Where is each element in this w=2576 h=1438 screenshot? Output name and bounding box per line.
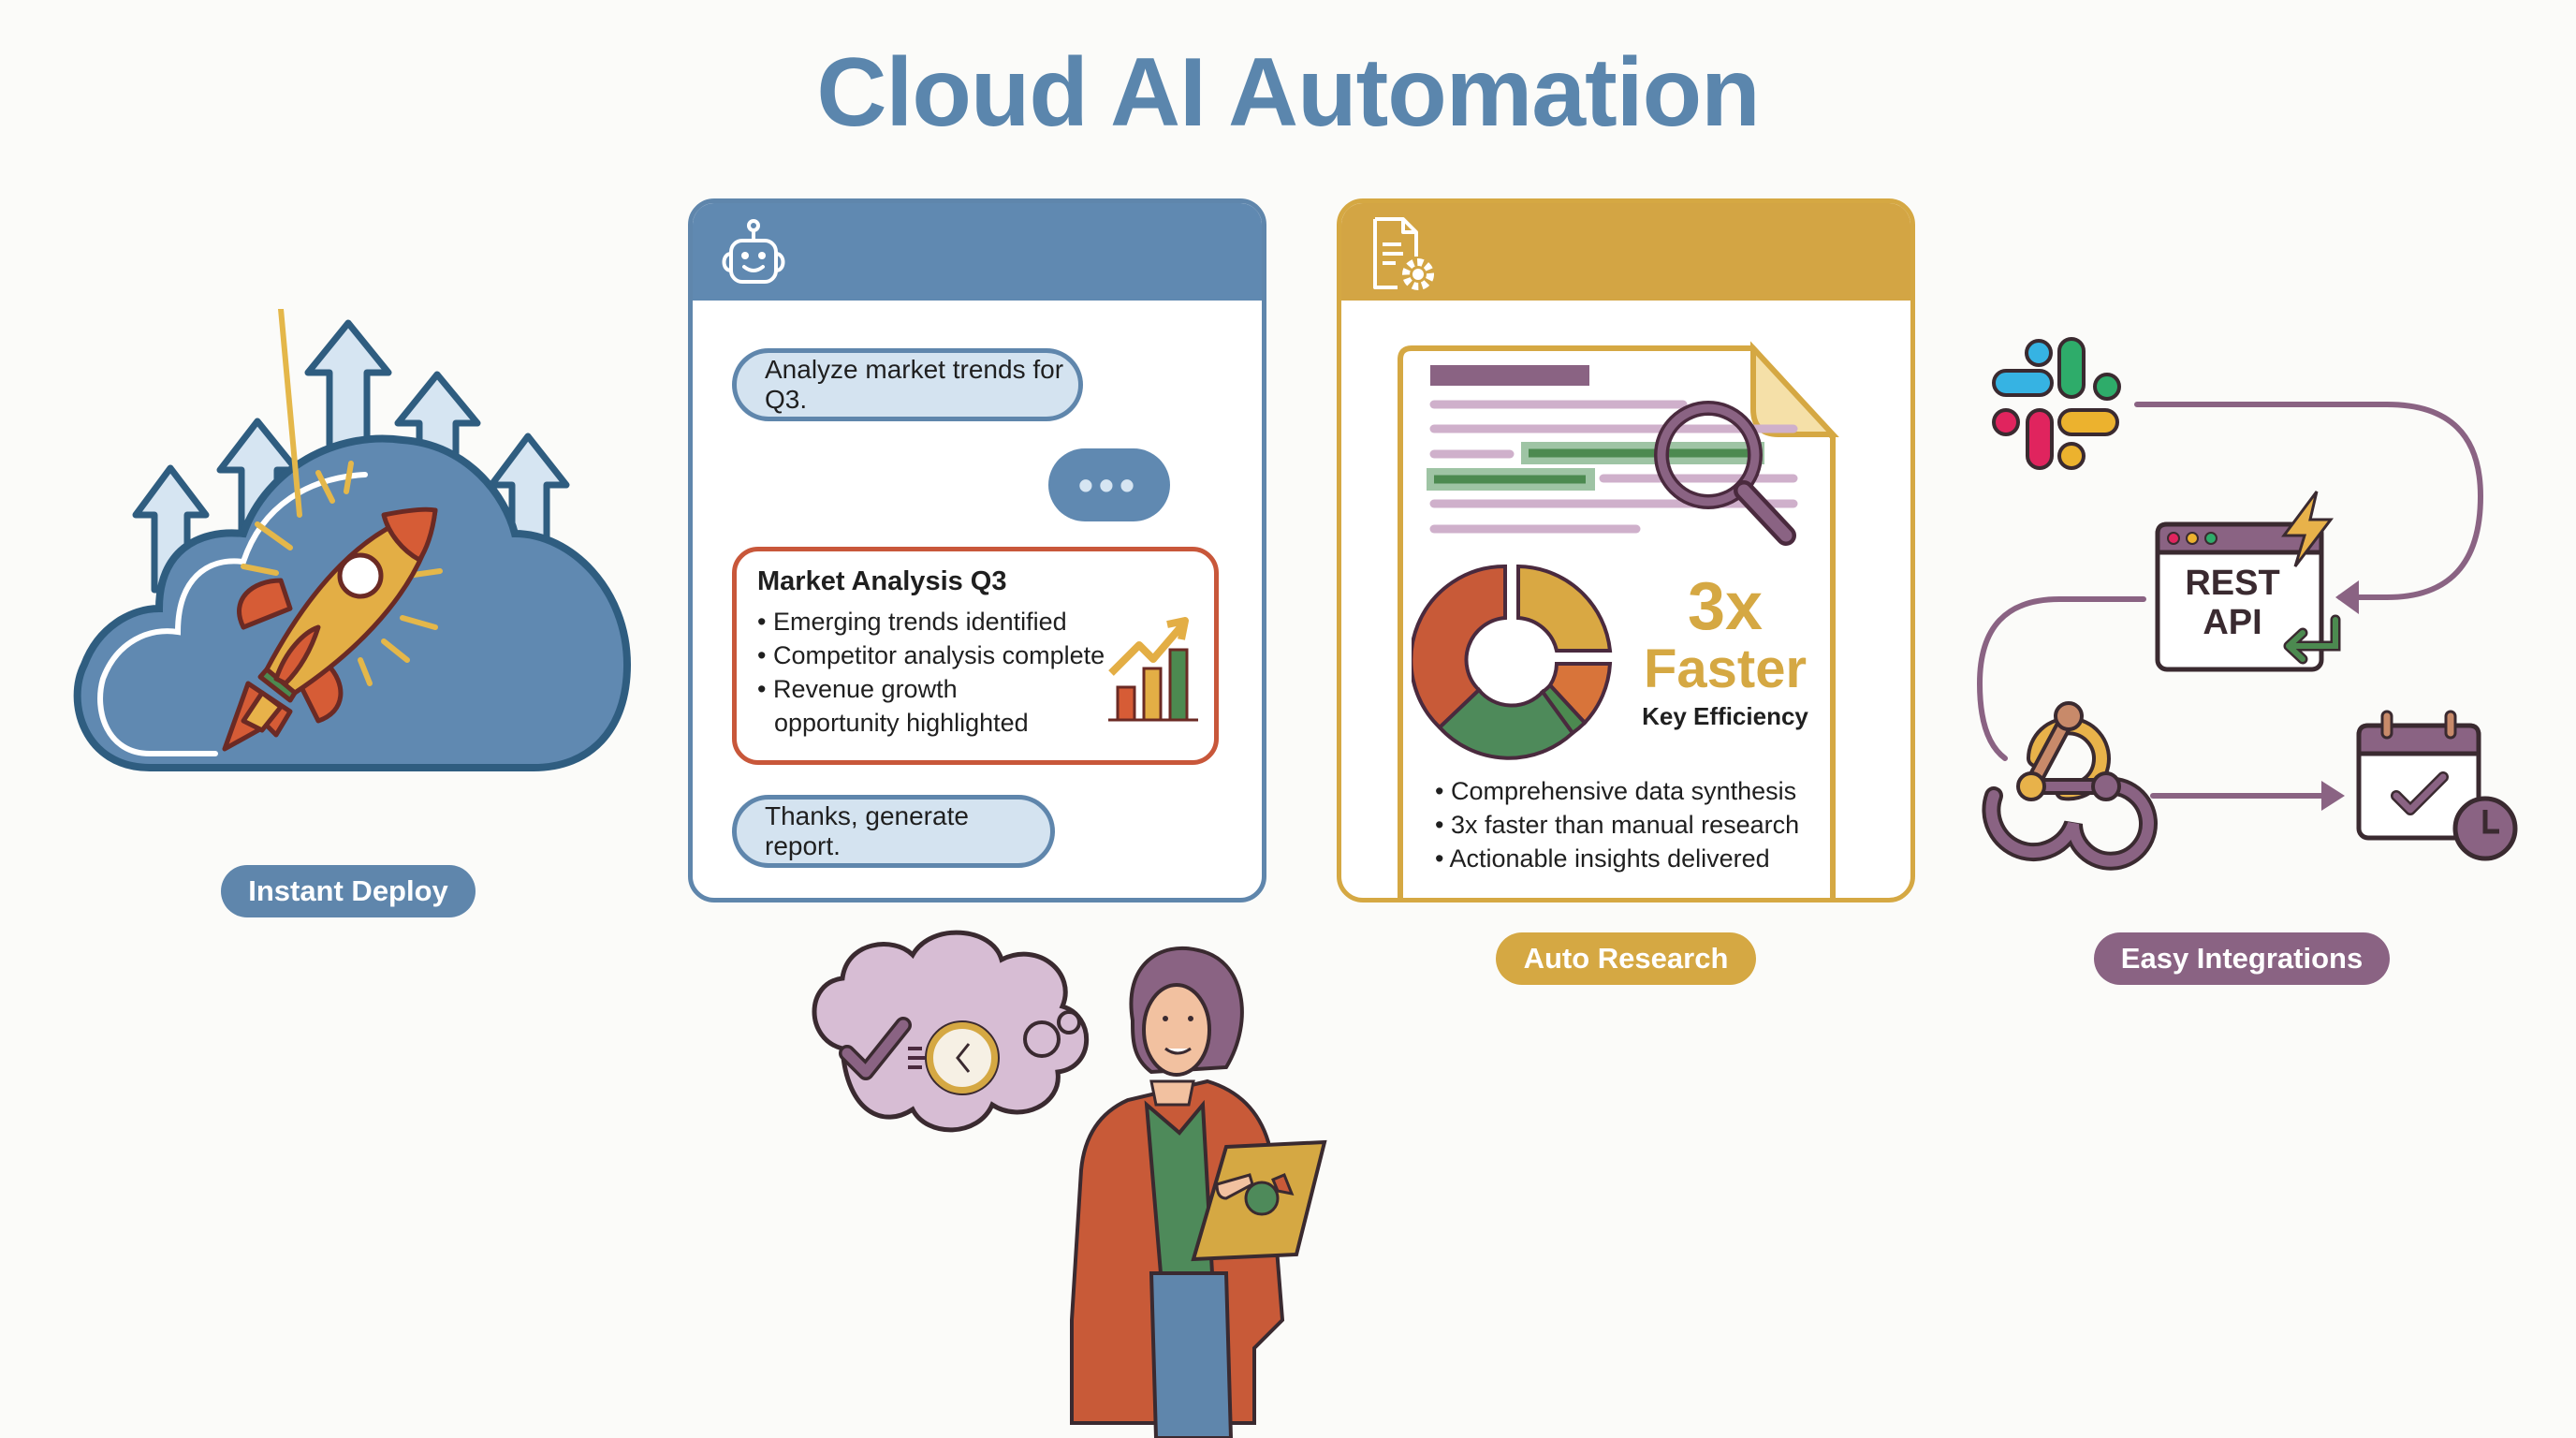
chat-message-text: Thanks, generate report. — [765, 801, 969, 860]
research-panel: 3x Faster Key Efficiency • Comprehensive… — [1337, 198, 1915, 902]
businesswoman-tablet-icon — [812, 930, 1327, 1438]
research-bullets: • Comprehensive data synthesis • 3x fast… — [1435, 774, 1799, 875]
page-title: Cloud AI Automation — [816, 38, 1760, 147]
auto-research-badge: Auto Research — [1496, 932, 1756, 985]
report-bullet: • Emerging trends identified — [757, 608, 1067, 636]
document-gear-icon — [1373, 217, 1434, 290]
research-document — [1393, 330, 1861, 898]
report-title: Market Analysis Q3 — [757, 566, 1007, 596]
research-bullet: • Actionable insights delivered — [1435, 844, 1770, 873]
report-bullet-continuation: opportunity highlighted — [774, 709, 1029, 737]
instant-deploy-illustration — [66, 309, 637, 805]
instant-deploy-badge: Instant Deploy — [221, 865, 476, 917]
easy-integrations-badge: Easy Integrations — [2094, 932, 2390, 985]
typing-indicator: ••• — [1048, 448, 1170, 521]
chat-panel-header — [693, 203, 1262, 301]
research-bullet: • Comprehensive data synthesis — [1435, 777, 1797, 805]
persona-illustration — [805, 917, 1516, 1438]
bar-chart-growth-icon — [1108, 617, 1198, 722]
chat-panel: Analyze market trends for Q3. ••• Market… — [688, 198, 1266, 902]
integrations-diagram: REST API — [1966, 318, 2527, 880]
rest-api-label: REST API — [2185, 564, 2280, 642]
report-bullet: • Competitor analysis complete — [757, 641, 1105, 669]
cloud-rocket-icon — [73, 309, 632, 771]
research-panel-header — [1341, 203, 1910, 301]
chat-message-user: Thanks, generate report. — [732, 795, 1055, 868]
stat-caption: Key Efficiency — [1642, 702, 1808, 730]
stat-block: 3x Faster Key Efficiency — [1622, 573, 1828, 731]
research-bullet: • 3x faster than manual research — [1435, 811, 1800, 839]
document-magnifier-icon — [1398, 341, 1839, 898]
chat-message-text: Analyze market trends for Q3. — [765, 355, 1064, 414]
chat-message-report: Market Analysis Q3 • Emerging trends ide… — [732, 547, 1219, 765]
robot-icon — [722, 219, 785, 284]
chat-message-user: Analyze market trends for Q3. — [732, 348, 1083, 421]
stat-value: 3x — [1687, 569, 1764, 644]
donut-chart-icon — [1412, 564, 1613, 760]
report-bullet: • Revenue growth — [757, 675, 958, 703]
stat-label: Faster — [1643, 638, 1808, 699]
integration-flow — [1976, 337, 2518, 871]
